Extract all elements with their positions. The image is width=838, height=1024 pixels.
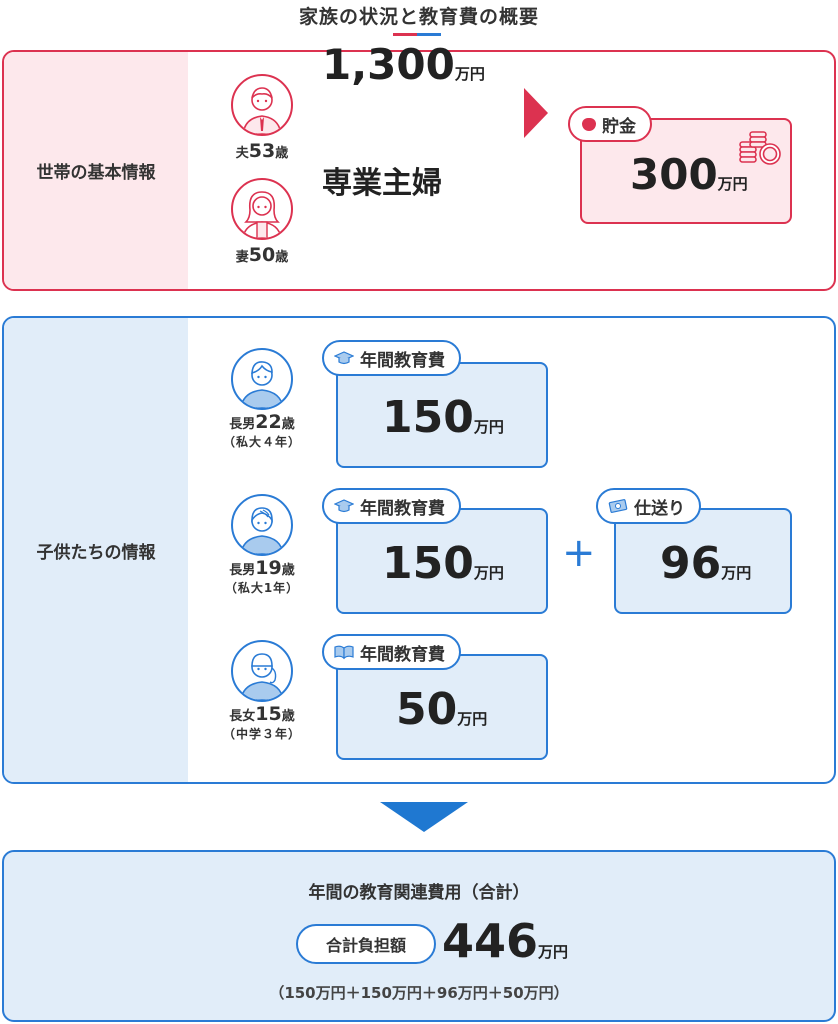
children-side-panel: 子供たちの情報 (4, 318, 188, 782)
husband: 夫53歳 (222, 74, 302, 162)
graduation-cap-icon (334, 351, 354, 365)
girl-avatar-icon (231, 640, 293, 702)
plus-icon: + (562, 530, 596, 576)
household-section-label: 世帯の基本情報 (36, 163, 156, 183)
woman-avatar-icon (231, 178, 293, 240)
wife-occupation: 専業主婦 (322, 166, 442, 201)
total-tag: 合計負担額 (296, 924, 436, 964)
money-icon (608, 499, 628, 513)
education-cost-value: 150万円 (382, 392, 504, 443)
coins-icon (739, 131, 781, 165)
education-cost-value: 50万円 (396, 684, 488, 735)
child-second-son: 長男19歳 （私大1年） (220, 494, 304, 596)
savings-value: 300万円 (630, 150, 748, 199)
wife: 妻50歳 (222, 178, 302, 266)
education-cost-tag: 年間教育費 (322, 634, 461, 670)
boy-avatar-icon (231, 348, 293, 410)
education-cost-card (336, 654, 548, 760)
child-eldest-son: 長男22歳 （私大４年） (220, 348, 304, 450)
title-underline (393, 33, 441, 36)
purse-icon (582, 117, 596, 131)
total-heading: 年間の教育関連費用（合計） (308, 883, 530, 903)
page-title: 家族の状況と教育費の概要 (298, 6, 539, 28)
graduation-cap-icon (334, 499, 354, 513)
book-icon (334, 645, 354, 660)
man-avatar-icon (231, 74, 293, 136)
savings-tag: 貯金 (568, 106, 652, 142)
total-section: 年間の教育関連費用（合計） 合計負担額 446万円 （150万円＋150万円＋9… (2, 850, 836, 1022)
children-section-label: 子供たちの情報 (36, 542, 156, 563)
education-cost-card (336, 508, 548, 614)
household-income: 1,300万円 (322, 40, 485, 89)
child-eldest-daughter: 長女15歳 （中学３年） (220, 640, 304, 742)
boy-avatar-icon (231, 494, 293, 556)
household-side-panel: 世帯の基本情報 (4, 52, 188, 289)
total-breakdown: （150万円＋150万円＋96万円＋50万円） (269, 984, 569, 1002)
arrow-right-icon (524, 88, 548, 138)
education-cost-tag: 年間教育費 (322, 340, 461, 376)
education-cost-card (336, 362, 548, 468)
allowance-card (614, 508, 792, 614)
education-cost-value: 150万円 (382, 538, 504, 589)
allowance-value: 96万円 (660, 538, 752, 589)
total-value: 446万円 (442, 914, 569, 968)
allowance-tag: 仕送り (596, 488, 701, 524)
education-cost-tag: 年間教育費 (322, 488, 461, 524)
arrow-down-icon (380, 802, 468, 832)
